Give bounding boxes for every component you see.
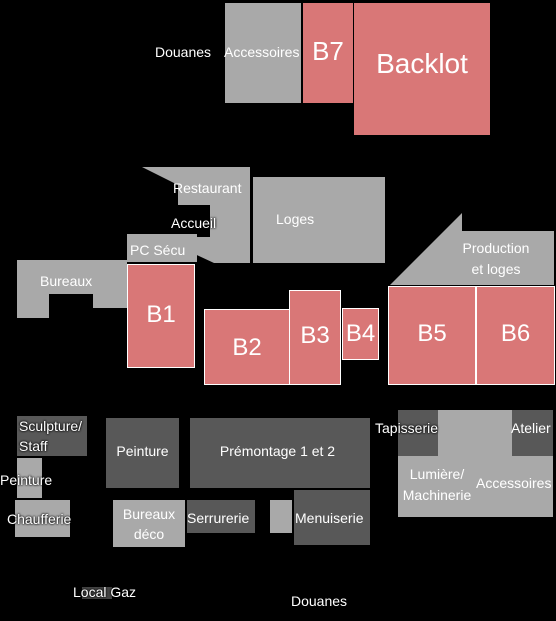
b3-stage[interactable] — [289, 290, 341, 385]
lumiere-label-line1: Lumière/ — [409, 466, 465, 482]
local-gaz-building[interactable] — [82, 587, 112, 599]
backlot-stage[interactable] — [354, 3, 490, 135]
production-label-line1: Production — [462, 240, 530, 256]
b3-label: B3 — [300, 322, 330, 349]
b4-label: B4 — [345, 320, 376, 347]
b2-stage[interactable] — [204, 309, 290, 385]
chaufferie-building[interactable] — [15, 500, 70, 537]
local-gaz-label: Local Gaz — [73, 584, 137, 600]
pc-secu-label: PC Sécu — [130, 242, 186, 258]
b7-label: B7 — [312, 36, 344, 66]
serrurerie-label: Serrurerie — [187, 510, 250, 526]
menuiserie-building[interactable] — [294, 490, 370, 545]
douanes-top-building[interactable] — [150, 4, 226, 102]
b6-label: B6 — [500, 320, 531, 347]
restaurant-label: Restaurant — [173, 180, 242, 196]
b5-stage[interactable] — [388, 286, 476, 385]
serrurerie-building[interactable] — [187, 500, 255, 533]
accessoires-top-building[interactable] — [225, 3, 301, 103]
bureaux-building[interactable] — [15, 260, 127, 320]
pc-secu-building[interactable] — [127, 234, 197, 262]
backlot-label: Backlot — [376, 48, 468, 79]
b7-stage[interactable] — [303, 3, 353, 103]
atelier-building[interactable] — [512, 410, 553, 456]
b2-label: B2 — [232, 334, 262, 361]
menuiserie-label: Menuiserie — [295, 510, 364, 526]
tapisserie-label: Tapisserie — [375, 420, 439, 436]
chaufferie-label: Chaufferie — [7, 511, 72, 527]
peinture-left-label: Peinture — [0, 472, 53, 488]
bureaux-label: Bureaux — [40, 273, 93, 289]
lumiere-label-line2: Machinerie — [402, 487, 472, 503]
sculpture-label-line1: Sculpture/ — [19, 418, 83, 434]
douanes-bottom-label: Douanes — [291, 593, 348, 609]
b5-label: B5 — [417, 320, 447, 347]
douanes-bottom-building[interactable] — [267, 582, 372, 618]
accueil-label: Accueil — [171, 215, 217, 231]
b6-stage[interactable] — [476, 286, 555, 385]
bureaux-deco-label-line1: Bureaux — [122, 506, 176, 522]
production-label-line2: et loges — [471, 261, 521, 277]
bureaux-deco-building[interactable] — [113, 500, 185, 547]
tapisserie-building[interactable] — [398, 410, 438, 456]
production-loges-building[interactable] — [388, 213, 556, 285]
b4-stage[interactable] — [342, 308, 379, 360]
sculpture-staff-building[interactable] — [17, 416, 87, 456]
small-annex-building[interactable] — [270, 500, 292, 533]
premontage-building[interactable] — [190, 418, 370, 488]
atelier-label: Atelier — [511, 420, 551, 436]
b1-stage[interactable] — [127, 264, 195, 368]
peinture-building[interactable] — [106, 418, 179, 488]
accessoires-right-label: Accessoires — [476, 475, 552, 491]
premontage-label: Prémontage 1 et 2 — [219, 443, 336, 459]
b1-label: B1 — [146, 301, 176, 328]
loges-label: Loges — [276, 211, 315, 227]
bureaux-deco-label-line2: déco — [133, 526, 165, 542]
accessoires-top-label: Accessoires — [224, 44, 300, 60]
peinture-label: Peinture — [116, 443, 169, 459]
loges-building[interactable] — [253, 177, 385, 263]
sculpture-label-line2: Staff — [19, 438, 48, 454]
peinture-left-building[interactable] — [17, 458, 42, 498]
douanes-top-label: Douanes — [155, 44, 212, 60]
